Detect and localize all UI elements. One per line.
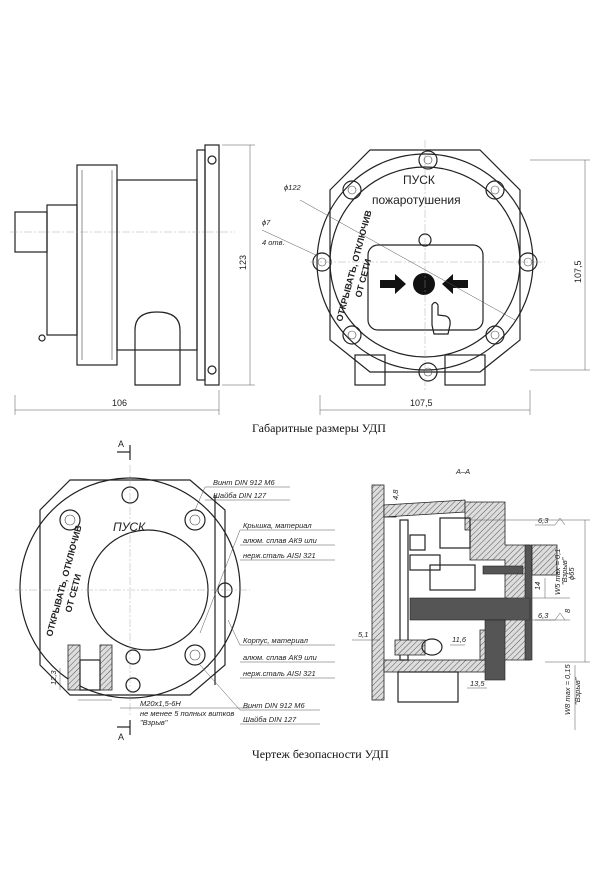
- gap-note-2: "Взрыв": [560, 557, 569, 585]
- callout-2-line-2: алюм. сплав АК9 или: [243, 536, 318, 545]
- callout-1-line-2: Шайба DIN 127: [213, 491, 267, 500]
- dim-5-1: 5,1: [358, 630, 368, 639]
- dim-14: 14: [533, 582, 542, 590]
- dim-8: 8: [563, 608, 572, 613]
- gap-note-3: ϕ65: [567, 567, 576, 580]
- arrow-right-icon: [380, 274, 406, 294]
- side-view: [10, 144, 255, 415]
- callout-3-line-2: алюм. сплав АК9 или: [243, 653, 318, 662]
- dim-4-8: 4,8: [391, 489, 400, 500]
- dim-11-6: 11,6: [452, 635, 467, 644]
- caption-safety: Чертеж безопасности УДП: [252, 747, 389, 761]
- panel-title: ПУСК: [403, 173, 435, 187]
- thread-note-3: "Взрыв": [140, 718, 168, 727]
- callout-2-line-1: Крышка, материал: [243, 521, 312, 530]
- button-dot: [413, 273, 435, 295]
- callout-1-line-1: Винт DIN 912 М6: [213, 478, 275, 487]
- arrow-left-icon: [442, 274, 468, 294]
- dim-holes: ϕ7: [262, 218, 271, 227]
- dim-diameter: ϕ122: [284, 183, 302, 192]
- hand-pointer-icon: [431, 301, 451, 335]
- section-marker-bottom: А: [118, 732, 124, 742]
- dim-front-height: 107,5: [573, 260, 583, 283]
- dim-13-5: 13,5: [470, 679, 485, 688]
- front-view: [261, 140, 590, 415]
- section-a-a: [352, 484, 590, 730]
- caption-dimensions: Габаритные размеры УДП: [252, 421, 386, 435]
- roughness-2: 6,3: [538, 611, 549, 620]
- callout-3-line-3: нерж.сталь AISI 321: [243, 669, 316, 678]
- callout-4-line-1: Винт DIN 912 М6: [243, 701, 305, 710]
- callout-3-line-1: Корпус, материал: [243, 636, 309, 645]
- gap-note-1: W5 max = 0,1: [553, 549, 562, 595]
- panel-subtitle: пожаротушения: [372, 193, 461, 207]
- section-marker-top: А: [118, 439, 124, 449]
- safety-front-view: [15, 445, 335, 735]
- roughness-1: 6,3: [538, 516, 549, 525]
- callout-2-line-3: нерж.сталь AISI 321: [243, 551, 316, 560]
- thread-note-2: не менее 5 полных витков: [140, 709, 234, 718]
- dim-thread-depth: 12,3: [49, 670, 58, 685]
- thread-note-1: М20х1,5-6Н: [140, 699, 181, 708]
- gap-note-5: "Взрыв": [573, 677, 582, 705]
- callout-4-line-2: Шайба DIN 127: [243, 715, 297, 724]
- dim-side-width: 106: [112, 398, 127, 408]
- gap-note-4: W8 max = 0,15: [563, 664, 572, 715]
- panel-title-2: ПУСК: [113, 520, 146, 534]
- dim-front-width: 107,5: [410, 398, 433, 408]
- section-title: А–А: [455, 467, 470, 476]
- dim-side-height: 123: [238, 255, 248, 270]
- holes-count: 4 отв.: [262, 238, 285, 247]
